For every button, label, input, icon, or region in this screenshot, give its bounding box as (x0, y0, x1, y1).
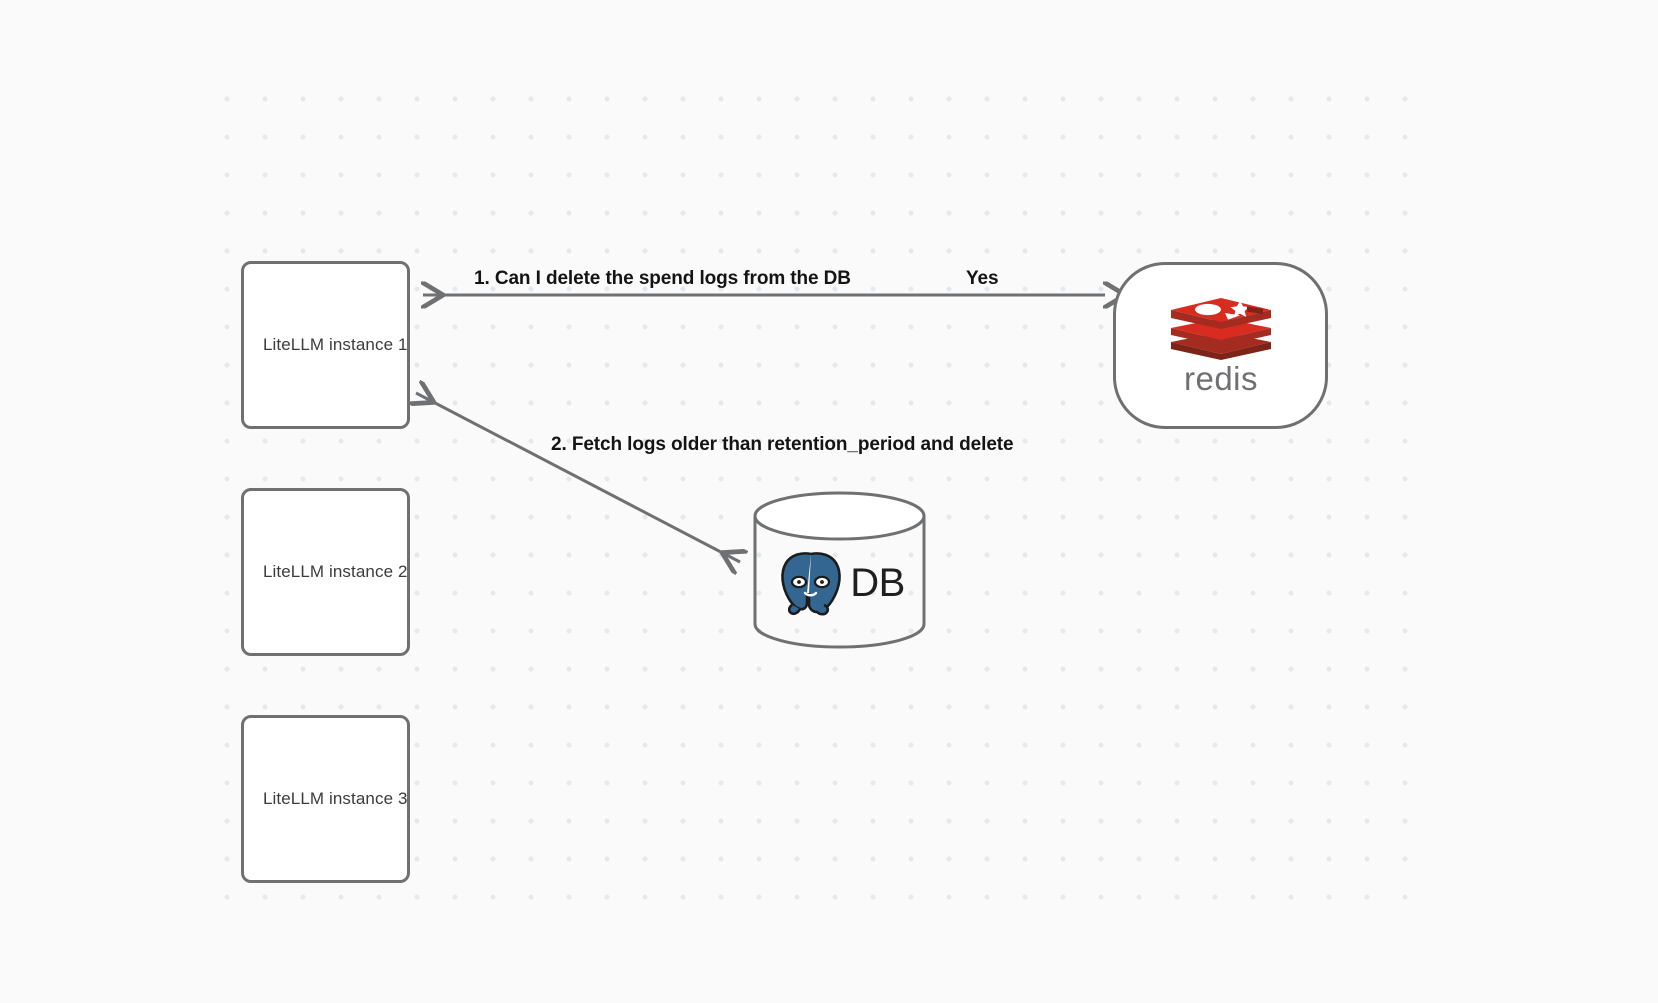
postgresql-elephant-icon (779, 552, 842, 616)
node-litellm-instance-3[interactable]: LiteLLM instance 3 (241, 715, 410, 883)
database-label: DB (850, 560, 905, 605)
node-database[interactable]: DB (752, 490, 927, 650)
node-litellm-instance-2[interactable]: LiteLLM instance 2 (241, 488, 410, 656)
database-cylinder-shape (753, 491, 926, 649)
edge-label-step-2: 2. Fetch logs older than retention_perio… (551, 434, 1014, 455)
edge-label-step-1-answer: Yes (966, 268, 999, 289)
redis-logo-icon (1170, 297, 1271, 360)
node-redis[interactable]: redis (1113, 262, 1328, 429)
database-logo-row: DB (752, 548, 927, 618)
svg-text:redis: redis (1183, 362, 1257, 397)
node-label-instance-3: LiteLLM instance 3 (263, 789, 408, 808)
edge-label-step-1: 1. Can I delete the spend logs from the … (474, 268, 851, 289)
redis-wordmark: redis (1183, 362, 1257, 397)
node-label-instance-2: LiteLLM instance 2 (263, 562, 408, 581)
node-litellm-instance-1[interactable]: LiteLLM instance 1 (241, 261, 410, 429)
edge-instance-1-to-database (416, 393, 740, 562)
node-label-instance-1: LiteLLM instance 1 (263, 335, 408, 354)
